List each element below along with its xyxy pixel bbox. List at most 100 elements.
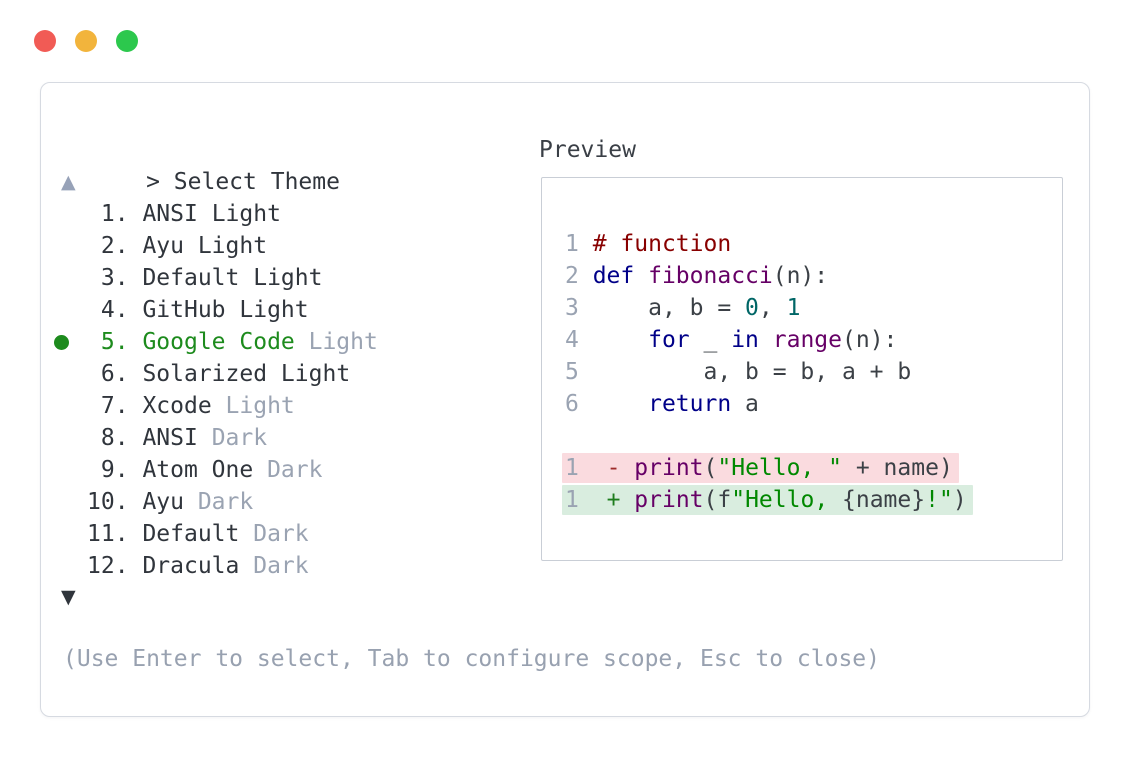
code-token-keyword: return (648, 391, 732, 417)
theme-item-number: 1. (100, 201, 129, 227)
close-button[interactable] (34, 30, 56, 52)
theme-item-default-light[interactable]: 3. Default Light (54, 262, 378, 294)
theme-item-ayu-light[interactable]: 2. Ayu Light (54, 230, 378, 262)
code-token-string: "Hello, " (717, 455, 843, 481)
theme-item-variant: Dark (197, 425, 268, 451)
scroll-up-icon[interactable]: ▲ (61, 171, 76, 193)
code-token-plain: _ (689, 327, 732, 353)
theme-item-variant: Dark (183, 489, 254, 515)
line-number: 3 (565, 295, 593, 321)
marker-spacer (54, 294, 87, 326)
minimize-button[interactable] (75, 30, 97, 52)
window-controls (34, 30, 138, 52)
code-line: 6 return a (565, 388, 1062, 420)
theme-item-name: Google Code (128, 329, 295, 355)
line-number: 2 (565, 263, 593, 289)
selected-dot-icon (54, 334, 69, 350)
theme-item-ayu-dark[interactable]: 10. Ayu Dark (54, 486, 378, 518)
theme-item-google-code-light[interactable]: 5. Google Code Light (54, 326, 378, 358)
code-line: 5 a, b = b, a + b (565, 356, 1062, 388)
theme-item-name: Default (128, 265, 240, 291)
marker-spacer (54, 454, 87, 486)
theme-item-name: Dracula (128, 553, 240, 579)
theme-item-number: 6. (100, 361, 129, 387)
line-number: 4 (565, 327, 593, 353)
theme-item-ansi-light[interactable]: 1. ANSI Light (54, 198, 378, 230)
scroll-down-icon[interactable]: ▼ (61, 586, 76, 608)
code-token-plain: (f (703, 487, 732, 513)
code-token-number: 0 (745, 295, 759, 321)
theme-item-variant: Dark (239, 521, 309, 547)
theme-item-variant: Light (239, 265, 323, 291)
theme-item-name: Ayu (128, 233, 184, 259)
theme-item-variant: Light (267, 361, 351, 387)
code-token-plain: (n): (772, 263, 829, 289)
code-token-title: range (772, 327, 842, 353)
diff-line-removed: 1 - print("Hello, " + name) (562, 452, 1062, 484)
theme-item-name: Ayu (128, 489, 184, 515)
theme-item-variant: Light (197, 201, 281, 227)
code-token-added_sign: + (606, 487, 621, 513)
marker-spacer (54, 198, 87, 230)
theme-item-variant: Dark (239, 553, 309, 579)
prompt-icon: > (146, 169, 160, 195)
theme-item-number: 9. (100, 457, 129, 483)
code-token-plain: a, b = (592, 295, 746, 321)
code-token-plain (634, 263, 648, 289)
code-token-string: !" (925, 487, 953, 513)
help-text: (Use Enter to select, Tab to configure s… (63, 646, 880, 672)
code-line: 4 for _ in range(n): (565, 324, 1062, 356)
code-token-comment: # function (592, 231, 732, 257)
theme-item-ansi-dark[interactable]: 8. ANSI Dark (54, 422, 378, 454)
blank-line (565, 420, 1062, 452)
code-token-title: print (634, 487, 704, 513)
code-token-plain: ( (703, 455, 718, 481)
theme-item-number: 12. (87, 553, 129, 579)
marker-spacer (54, 358, 87, 390)
theme-item-dracula-dark[interactable]: 12. Dracula Dark (54, 550, 378, 582)
line-number: 5 (565, 359, 593, 385)
code-token-plain (620, 487, 634, 513)
code-token-number: 1 (786, 295, 801, 321)
marker-spacer (54, 390, 87, 422)
line-number: 1 (565, 455, 593, 481)
code-token-plain (593, 487, 607, 513)
code-line: 2 def fibonacci(n): (565, 260, 1062, 292)
code-token-keyword: in (731, 327, 759, 353)
theme-item-number: 4. (100, 297, 129, 323)
code-token-title: print (634, 455, 704, 481)
theme-item-variant: Light (183, 233, 268, 259)
theme-item-variant: Dark (253, 457, 323, 483)
theme-item-solarized-light[interactable]: 6. Solarized Light (54, 358, 378, 390)
theme-item-number: 5. (100, 329, 129, 355)
theme-item-variant: Light (225, 297, 309, 323)
picker-title: Select Theme (173, 169, 340, 195)
theme-item-github-light[interactable]: 4. GitHub Light (54, 294, 378, 326)
code-token-plain: a (731, 391, 759, 417)
theme-item-atom-one-dark[interactable]: 9. Atom One Dark (54, 454, 378, 486)
marker-spacer (54, 422, 87, 454)
theme-item-default-dark[interactable]: 11. Default Dark (54, 518, 378, 550)
theme-item-number: 3. (100, 265, 129, 291)
theme-item-name: ANSI (128, 425, 198, 451)
code-token-string: "Hello, (731, 487, 843, 513)
line-number: 1 (565, 487, 593, 513)
theme-item-number: 11. (87, 521, 129, 547)
code-token-keyword: def (592, 263, 635, 289)
theme-item-name: Solarized (128, 361, 268, 387)
code-token-plain: ) (952, 487, 967, 513)
theme-item-name: Xcode (128, 393, 212, 419)
marker-spacer (54, 262, 87, 294)
code-token-plain: + name) (842, 455, 953, 481)
theme-item-variant: Light (211, 393, 295, 419)
theme-item-name: Default (128, 521, 240, 547)
theme-item-number: 7. (100, 393, 129, 419)
code-token-plain: (n): (842, 327, 898, 353)
zoom-button[interactable] (116, 30, 138, 52)
selected-indicator-dot (54, 326, 87, 358)
diff-removed-highlight: 1 - print("Hello, " + name) (562, 453, 959, 483)
theme-item-xcode-light[interactable]: 7. Xcode Light (54, 390, 378, 422)
code-token-plain: , (758, 295, 787, 321)
code-token-plain (620, 455, 634, 481)
